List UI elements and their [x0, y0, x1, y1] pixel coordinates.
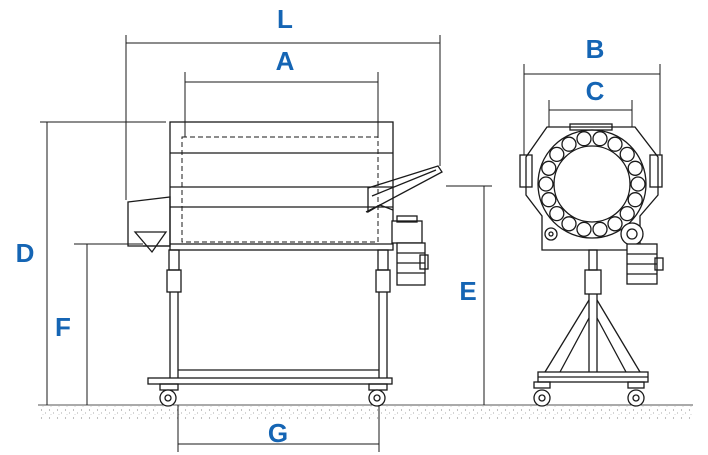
dimension-lines [40, 35, 661, 452]
roller-ball [549, 205, 565, 222]
label-E: E [459, 276, 476, 306]
drum-roller-ring [538, 131, 646, 237]
roller-ball [576, 131, 592, 147]
roller-ball [561, 136, 577, 152]
roller-ball [607, 136, 623, 152]
label-B: B [586, 34, 605, 64]
roller-ball [561, 216, 577, 232]
dimension-labels: L A B C D F E G [16, 4, 605, 448]
front-view-machine [519, 123, 664, 407]
roller-ball [592, 131, 608, 147]
roller-ball [627, 192, 643, 208]
roller-ball [630, 176, 646, 192]
roller-ball [538, 176, 554, 192]
label-L: L [277, 4, 293, 34]
roller-ball [607, 216, 623, 232]
roller-ball [541, 160, 557, 176]
roller-ball [549, 146, 565, 163]
ground [38, 404, 693, 419]
label-G: G [268, 418, 288, 448]
roller-ball [619, 205, 635, 222]
roller-ball [627, 160, 643, 176]
roller-ball [592, 221, 608, 237]
roller-ball [576, 221, 592, 237]
label-D: D [16, 238, 35, 268]
roller-ball [541, 192, 557, 208]
roller-ball [619, 146, 635, 163]
label-F: F [55, 312, 71, 342]
side-view-machine [127, 121, 443, 407]
label-C: C [586, 76, 605, 106]
label-A: A [276, 46, 295, 76]
